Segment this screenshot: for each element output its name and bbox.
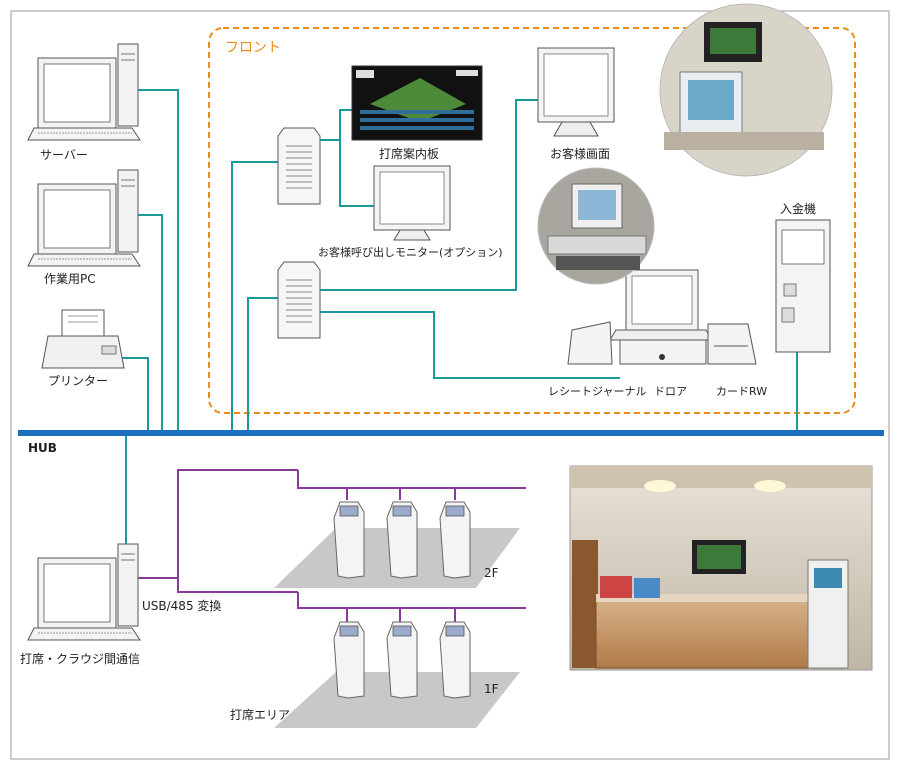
printer-label: プリンター [48, 374, 109, 388]
front-area-label: フロント [225, 40, 281, 56]
call-monitor-icon [373, 165, 451, 241]
pos-terminal-icon [567, 269, 757, 365]
work-pc-label: 作業用PC [44, 272, 96, 286]
work-pc-computer-icon [27, 169, 141, 267]
server-label: サーバー [40, 148, 88, 162]
hub-bar [18, 430, 884, 436]
printer-icon [41, 309, 125, 369]
pos-photo [537, 167, 655, 285]
seat-board-label: 打席案内板 [379, 147, 440, 161]
seat-area-label: 打席エリア [230, 708, 291, 722]
comm-pc-computer-icon [27, 543, 141, 641]
receipt-journal-label: レシートジャーナル [548, 385, 647, 398]
front-desk-photo [659, 3, 833, 177]
seat-board-display-icon [351, 65, 483, 141]
card-rw-label: カードRW [716, 385, 768, 398]
deposit-machine-icon [775, 219, 831, 353]
drawer-label: ドロア [654, 385, 687, 398]
usb485-label: USB/485 変換 [142, 599, 222, 613]
network-lines [118, 89, 798, 560]
kiosks-1f [333, 621, 471, 699]
rs485-lines [138, 469, 526, 622]
call-monitor-label: お客様呼び出しモニター(オプション) [318, 246, 503, 259]
hub-label: HUB [28, 441, 57, 455]
reception-area-photo [569, 465, 873, 671]
front-switch-lower-icon [277, 261, 321, 339]
front-switch-upper-icon [277, 127, 321, 205]
customer-screen-monitor-icon [537, 47, 615, 137]
kiosks-2f [333, 501, 471, 579]
customer-screen-label: お客様画面 [550, 147, 611, 161]
floor-1f-label: 1F [484, 682, 499, 696]
server-computer-icon [27, 43, 141, 141]
floor-2f-label: 2F [484, 566, 499, 580]
comm-pc-label: 打席・クラウジ間通信 [20, 652, 141, 666]
deposit-machine-label: 入金機 [780, 202, 817, 216]
